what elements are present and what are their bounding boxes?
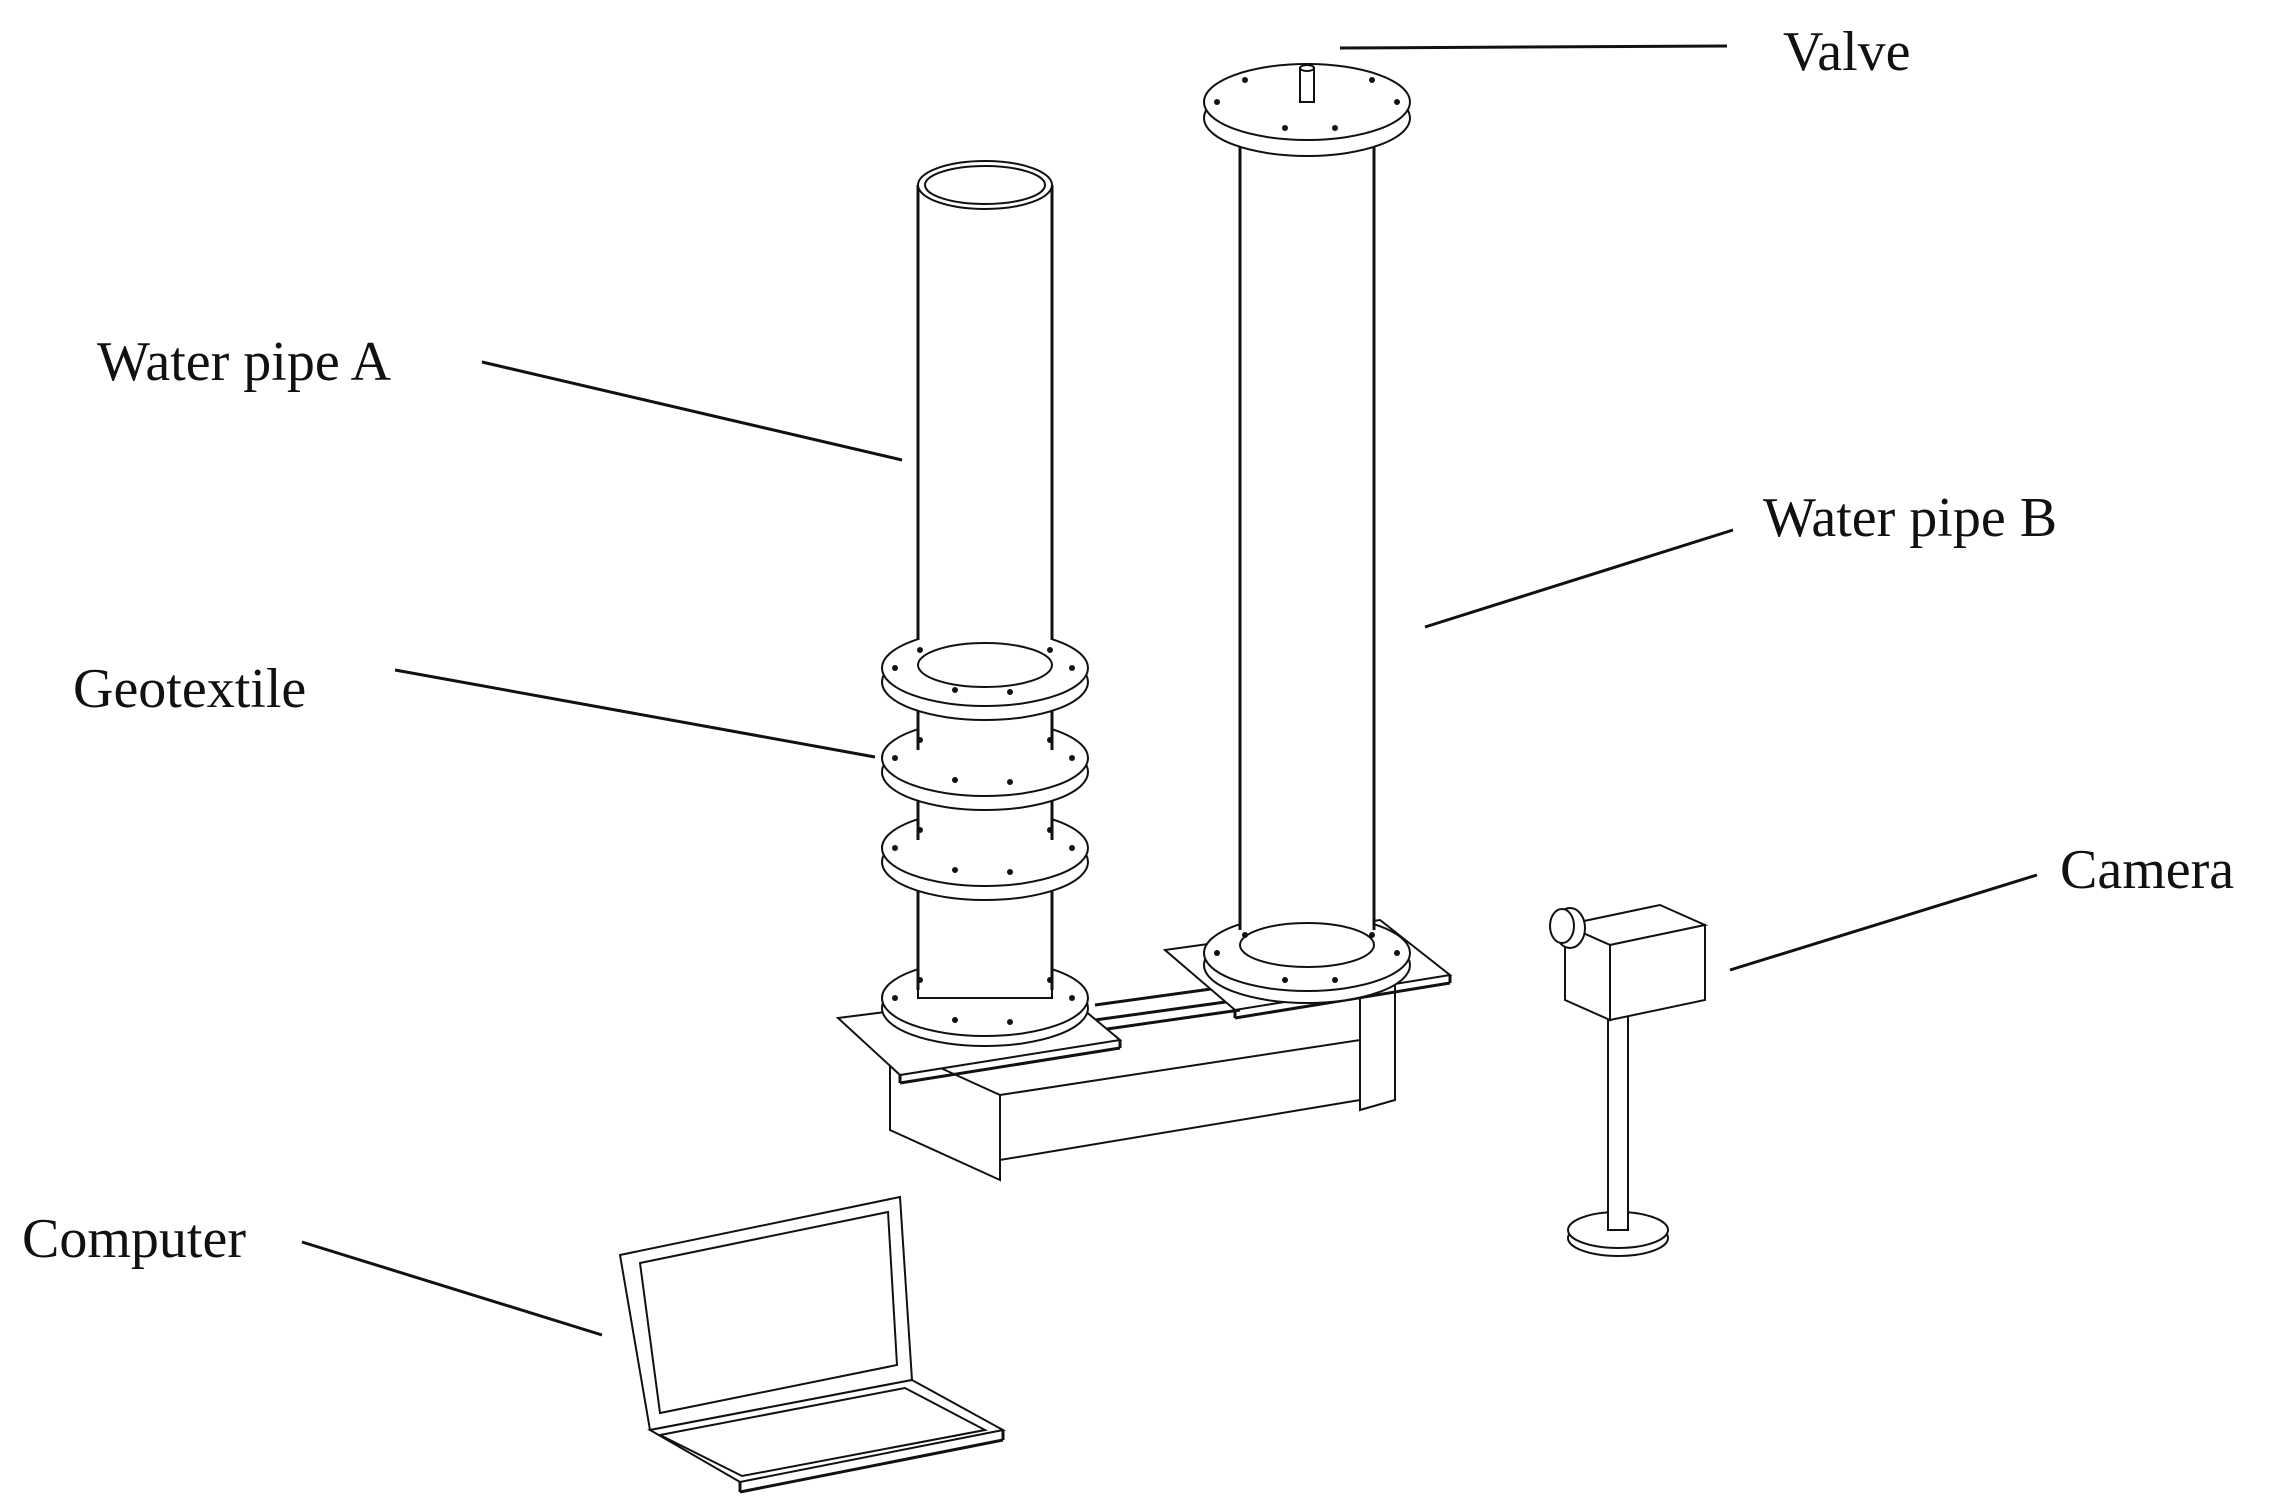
leader-valve xyxy=(1339,44,1728,50)
water-pipe-b xyxy=(1203,63,1411,1004)
leader-lines xyxy=(301,44,2038,1337)
valve xyxy=(1299,64,1315,103)
label-water-pipe-a: Water pipe A xyxy=(97,331,392,393)
water-pipe-a xyxy=(881,160,1089,1047)
leader-water-pipe-b xyxy=(1424,528,1734,629)
leader-water-pipe-a xyxy=(481,360,903,462)
label-water-pipe-b: Water pipe B xyxy=(1763,487,2057,549)
camera xyxy=(1549,903,1709,1257)
leader-geotextile xyxy=(394,668,876,759)
leader-camera xyxy=(1729,873,2038,972)
leader-computer xyxy=(301,1240,603,1337)
label-valve: Valve xyxy=(1783,21,1911,83)
label-camera: Camera xyxy=(2060,839,2234,901)
label-computer: Computer xyxy=(22,1208,246,1270)
laptop-computer xyxy=(618,1195,1006,1494)
label-geotextile: Geotextile xyxy=(73,658,306,720)
